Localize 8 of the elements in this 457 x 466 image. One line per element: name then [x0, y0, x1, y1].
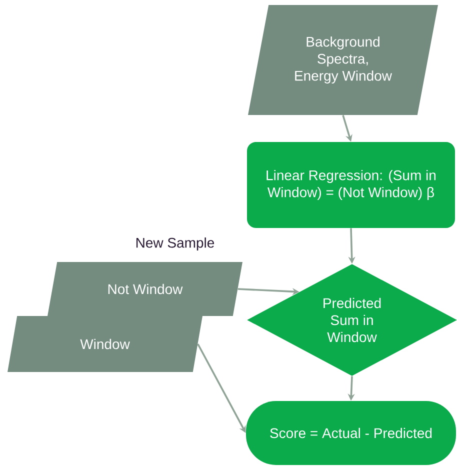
node-label: Window — [80, 338, 130, 350]
input-parallelogram: Not Window — [48, 262, 242, 316]
input-parallelogram: Background Spectra, Energy Window — [248, 5, 438, 115]
group-label: New Sample — [136, 237, 214, 251]
input-parallelogram: Window — [8, 316, 202, 372]
process-box: Linear Regression: (Sum in Window) = (Not Window) β — [247, 142, 455, 228]
terminal-box: Score = Actual - Predicted — [246, 401, 456, 465]
node-label: Not Window — [108, 284, 183, 294]
